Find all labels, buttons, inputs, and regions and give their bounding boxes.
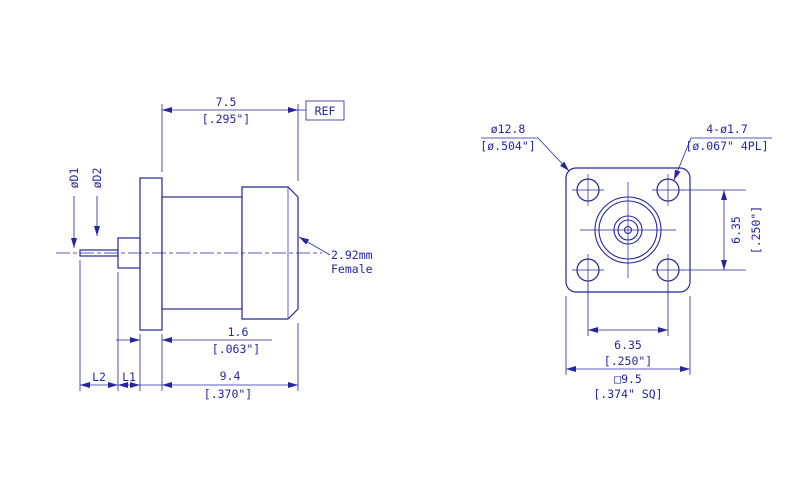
ref-box	[305, 100, 345, 121]
flange-plate	[139, 177, 163, 331]
hole-crosshair-bottom-right	[652, 254, 684, 286]
dim-flange-square: □9.5 [.374" SQ]	[565, 296, 691, 401]
dim-hole-spacing-horizontal: 6.35 [.250"]	[587, 284, 669, 368]
hole-crosshair-top-left	[572, 174, 604, 206]
dim-extension-lines	[161, 104, 299, 181]
dim-flange-diagonal-imperial: [ø.504"]	[480, 139, 535, 153]
interface-callout: 2.92mm Female	[298, 236, 373, 276]
ref-label: REF	[315, 104, 336, 118]
dia-d2-label: øD2	[90, 168, 104, 189]
hole-crosshair-bottom-left	[572, 254, 604, 286]
front-view: ø12.8 [ø.504"] 4-ø1.7 [ø.067" 4PL] 6.35 …	[480, 122, 772, 401]
dim-mount-depth-imperial: [.295"]	[202, 112, 250, 126]
callout-leader	[298, 236, 331, 256]
dim-hole-spacing-v-metric: 6.35	[729, 216, 743, 244]
dim-flange-thickness: 1.6 [.063"]	[116, 325, 272, 391]
dim-extension-lines	[565, 296, 691, 375]
dim-flange-diagonal: ø12.8 [ø.504"]	[480, 122, 570, 172]
dim-extension-lines	[139, 334, 163, 391]
dim-hole-spacing-v-imperial: [.250"]	[749, 206, 763, 254]
dim-l2-label: L2	[92, 370, 106, 384]
dia-d1-label: øD1	[67, 168, 81, 189]
dim-mounting-holes-imperial: [ø.067" 4PL]	[685, 139, 768, 153]
dim-hole-spacing-h-imperial: [.250"]	[604, 354, 652, 368]
dim-mount-depth: 7.5 [.295"] REF	[161, 95, 345, 181]
dia-labels: øD1 øD2	[67, 168, 104, 248]
dim-flange-diagonal-metric: ø12.8	[491, 122, 526, 136]
dim-length-chain: L2 L1 9.4 [.370"]	[79, 260, 299, 401]
dim-extension-lines	[79, 260, 299, 391]
dim-flange-square-metric: □9.5	[614, 372, 642, 386]
hole-crosshair-top-right	[652, 174, 684, 206]
dim-mounting-holes: 4-ø1.7 [ø.067" 4PL]	[673, 122, 772, 181]
dim-extension-lines	[682, 189, 746, 271]
dim-hole-spacing-vertical: 6.35 [.250"]	[682, 189, 763, 271]
dim-flange-thickness-metric: 1.6	[228, 325, 249, 339]
dim-body-length-metric: 9.4	[220, 369, 241, 383]
side-view: 7.5 [.295"] REF øD1 øD2 2.92mm Female 1.…	[56, 95, 373, 401]
center-crosshair	[580, 182, 676, 278]
callout-line2: Female	[331, 262, 373, 276]
dim-mount-depth-metric: 7.5	[216, 95, 237, 109]
dim-flange-square-imperial: [.374" SQ]	[593, 387, 662, 401]
dim-l1-label: L1	[122, 370, 136, 384]
holes-leader	[673, 137, 772, 181]
dim-body-length-imperial: [.370"]	[204, 387, 252, 401]
dim-flange-thickness-imperial: [.063"]	[212, 342, 260, 356]
dim-hole-spacing-h-metric: 6.35	[614, 338, 642, 352]
diagonal-leader	[481, 137, 570, 172]
callout-line1: 2.92mm	[331, 248, 373, 262]
dim-mounting-holes-metric: 4-ø1.7	[706, 122, 748, 136]
